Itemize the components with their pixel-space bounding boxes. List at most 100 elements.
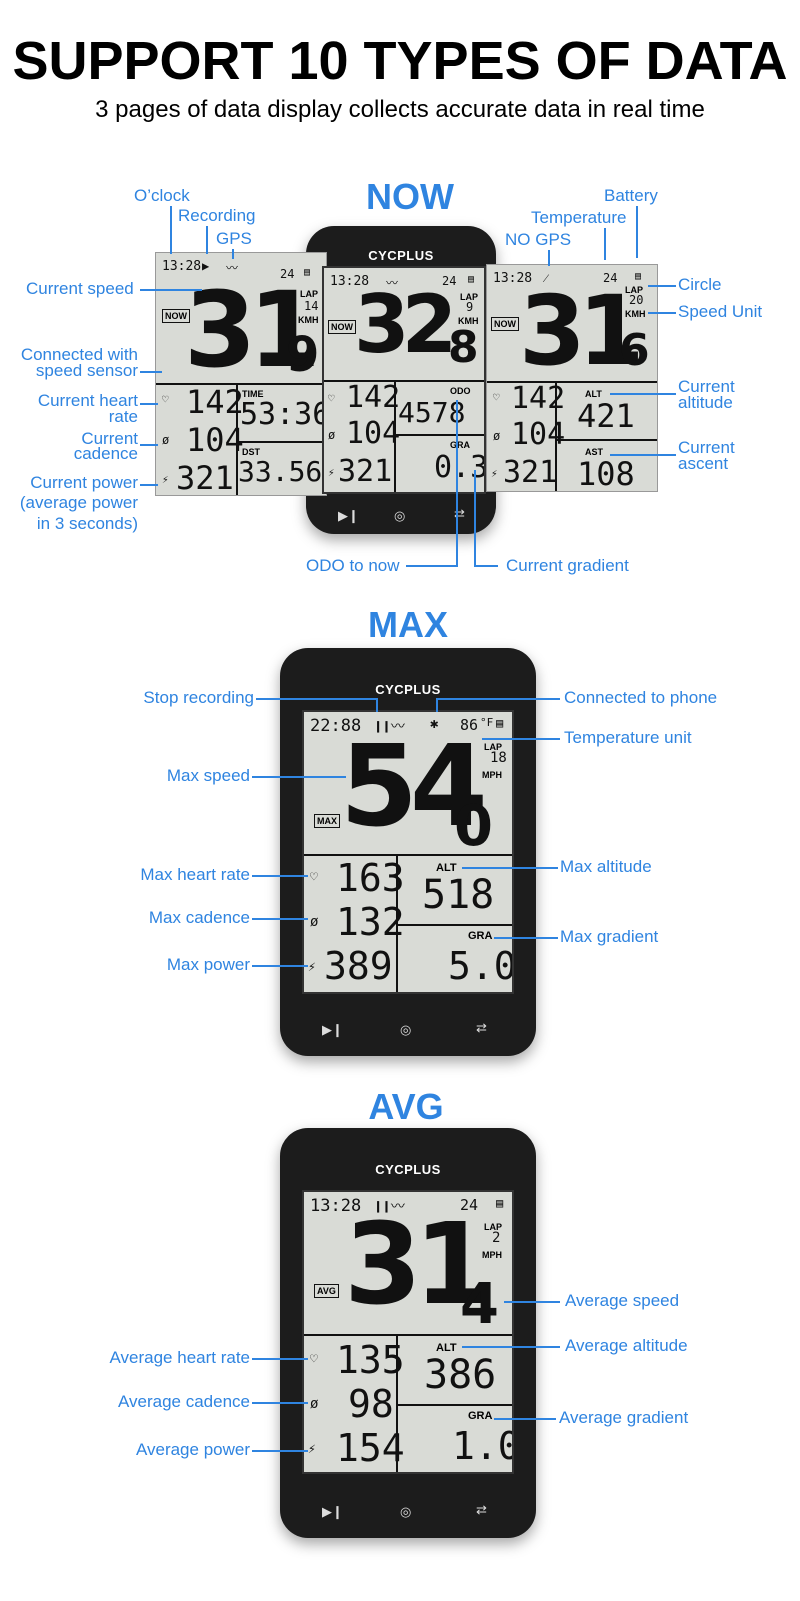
heart-rate-readout: 163	[336, 856, 405, 900]
ascent-readout: 108	[577, 455, 635, 493]
battery-icon: ▤	[496, 716, 504, 730]
altitude-readout: 518	[422, 872, 495, 918]
temperature-readout: 86	[460, 716, 479, 734]
label-temperature: Temperature	[531, 208, 627, 227]
temperature-readout: 24	[280, 267, 295, 281]
label-cadence-2: cadence	[73, 444, 138, 463]
heart-rate-readout: 142	[511, 381, 566, 416]
speed-unit: MPH	[482, 770, 502, 780]
brand-logo: CYCPLUS	[375, 1162, 441, 1177]
speed-readout: 31	[519, 275, 645, 387]
clock-readout: 13:28	[162, 259, 202, 274]
cadence-readout: 104	[186, 421, 244, 459]
mode-badge: MAX	[314, 814, 340, 828]
mode-badge: NOW	[162, 309, 190, 323]
cadence-readout: 104	[346, 416, 401, 451]
power-readout: 389	[324, 944, 393, 988]
switch-icon[interactable]: ⇄	[476, 1020, 487, 1035]
cadence-icon: ø	[328, 428, 336, 442]
gps-icon: 〰	[226, 261, 239, 275]
time-label: TIME	[242, 389, 264, 399]
play-pause-icon[interactable]: ▶❙	[338, 508, 359, 523]
ascent-label: AST	[585, 447, 603, 457]
label-stop-recording: Stop recording	[143, 688, 254, 707]
mode-badge: AVG	[314, 1284, 339, 1298]
heart-rate-readout: 142	[346, 380, 401, 415]
power-readout: 321	[503, 455, 558, 490]
cadence-readout: 98	[348, 1382, 394, 1426]
power-icon: ⚡	[308, 960, 316, 975]
lap-value: 14	[304, 299, 319, 313]
label-average-heart-rate: Average heart rate	[109, 1348, 251, 1367]
switch-icon[interactable]: ⇄	[454, 506, 465, 521]
lap-label: LAP	[625, 285, 643, 295]
gradient-label: GRA	[468, 1410, 493, 1422]
label-average-gradient: Average gradient	[559, 1408, 689, 1427]
brand-logo: CYCPLUS	[375, 682, 441, 697]
cadence-readout: 104	[511, 417, 566, 452]
avg-section-title: AVG	[368, 1086, 444, 1127]
temperature-readout: 24	[603, 271, 618, 285]
speed-readout: 31	[184, 269, 321, 391]
menu-icon[interactable]: ◎	[394, 508, 406, 523]
battery-icon: ▤	[468, 274, 475, 285]
lap-value: 2	[492, 1230, 501, 1246]
label-average-cadence: Average cadence	[117, 1392, 250, 1411]
label-heart-rate-1: Current heart	[37, 391, 138, 410]
speed-decimal: 4	[460, 1272, 499, 1337]
label-power-2: (average power	[19, 493, 138, 512]
gradient-label: GRA	[450, 440, 470, 450]
temperature-readout: 24	[460, 1196, 479, 1214]
heart-icon: ♡	[493, 391, 500, 404]
label-battery: Battery	[604, 186, 658, 205]
label-connected-phone: Connected to phone	[564, 688, 718, 707]
distance-readout: 33.56	[238, 455, 323, 488]
label-ascent-2: ascent	[678, 454, 729, 473]
battery-icon: ▤	[635, 271, 642, 282]
power-icon: ⚡	[308, 1442, 316, 1457]
power-readout: 321	[176, 459, 234, 497]
play-pause-icon[interactable]: ▶❙	[322, 1504, 343, 1519]
speed-unit: KMH	[298, 315, 319, 325]
time-readout: 53:36	[240, 397, 331, 432]
label-oclock: O’clock	[134, 186, 190, 205]
label-gradient: Current gradient	[506, 556, 629, 575]
clock-readout: 13:28	[330, 274, 370, 289]
label-power-1: Current power	[30, 473, 138, 492]
pause-icon: ❙❙〰	[374, 1199, 405, 1215]
power-icon: ⚡	[491, 467, 498, 480]
heart-icon: ♡	[328, 392, 335, 405]
label-no-gps: NO GPS	[505, 230, 572, 249]
label-max-cadence: Max cadence	[148, 908, 250, 927]
label-altitude-1: Current	[678, 377, 735, 396]
label-altitude-2: altitude	[678, 393, 733, 412]
switch-icon[interactable]: ⇄	[476, 1502, 487, 1517]
power-icon: ⚡	[162, 473, 169, 486]
speed-readout: 31	[344, 1200, 492, 1330]
label-max-power: Max power	[166, 955, 250, 974]
now-right-panel: 13:28 ⁄ 24 ▤ LAP 20 KMH NOW 31 6 ♡ 142 ø…	[486, 264, 658, 493]
label-circle: Circle	[678, 275, 722, 294]
cadence-icon: ø	[310, 1396, 319, 1412]
heart-icon: ♡	[310, 870, 318, 885]
altitude-label: ALT	[436, 862, 457, 874]
label-max-altitude: Max altitude	[560, 857, 652, 876]
page-title: SUPPORT 10 TYPES OF DATA	[12, 31, 788, 91]
odo-readout: 4578	[398, 396, 466, 429]
no-gps-icon: ⁄	[545, 271, 548, 285]
label-max-heart-rate: Max heart rate	[140, 865, 250, 884]
label-current-speed: Current speed	[26, 279, 134, 298]
recording-icon: ▶	[202, 259, 210, 273]
speed-unit: KMH	[625, 309, 646, 319]
play-pause-icon[interactable]: ▶❙	[322, 1022, 343, 1037]
menu-icon[interactable]: ◎	[400, 1504, 412, 1519]
max-screen: 22:88 ❙❙〰 ✱ 86 °F ▤ LAP 18 MPH MAX 54 0 …	[302, 710, 514, 994]
now-section-title: NOW	[366, 176, 454, 217]
mode-badge: NOW	[491, 317, 519, 331]
avg-screen: 13:28 ❙❙〰 24 ▤ LAP 2 MPH AVG 31 4 ♡ 135 …	[302, 1190, 514, 1474]
altitude-label: ALT	[585, 389, 602, 399]
mode-badge: NOW	[328, 320, 356, 334]
cadence-readout: 132	[336, 900, 405, 944]
menu-icon[interactable]: ◎	[400, 1022, 412, 1037]
lap-label: LAP	[484, 742, 502, 752]
